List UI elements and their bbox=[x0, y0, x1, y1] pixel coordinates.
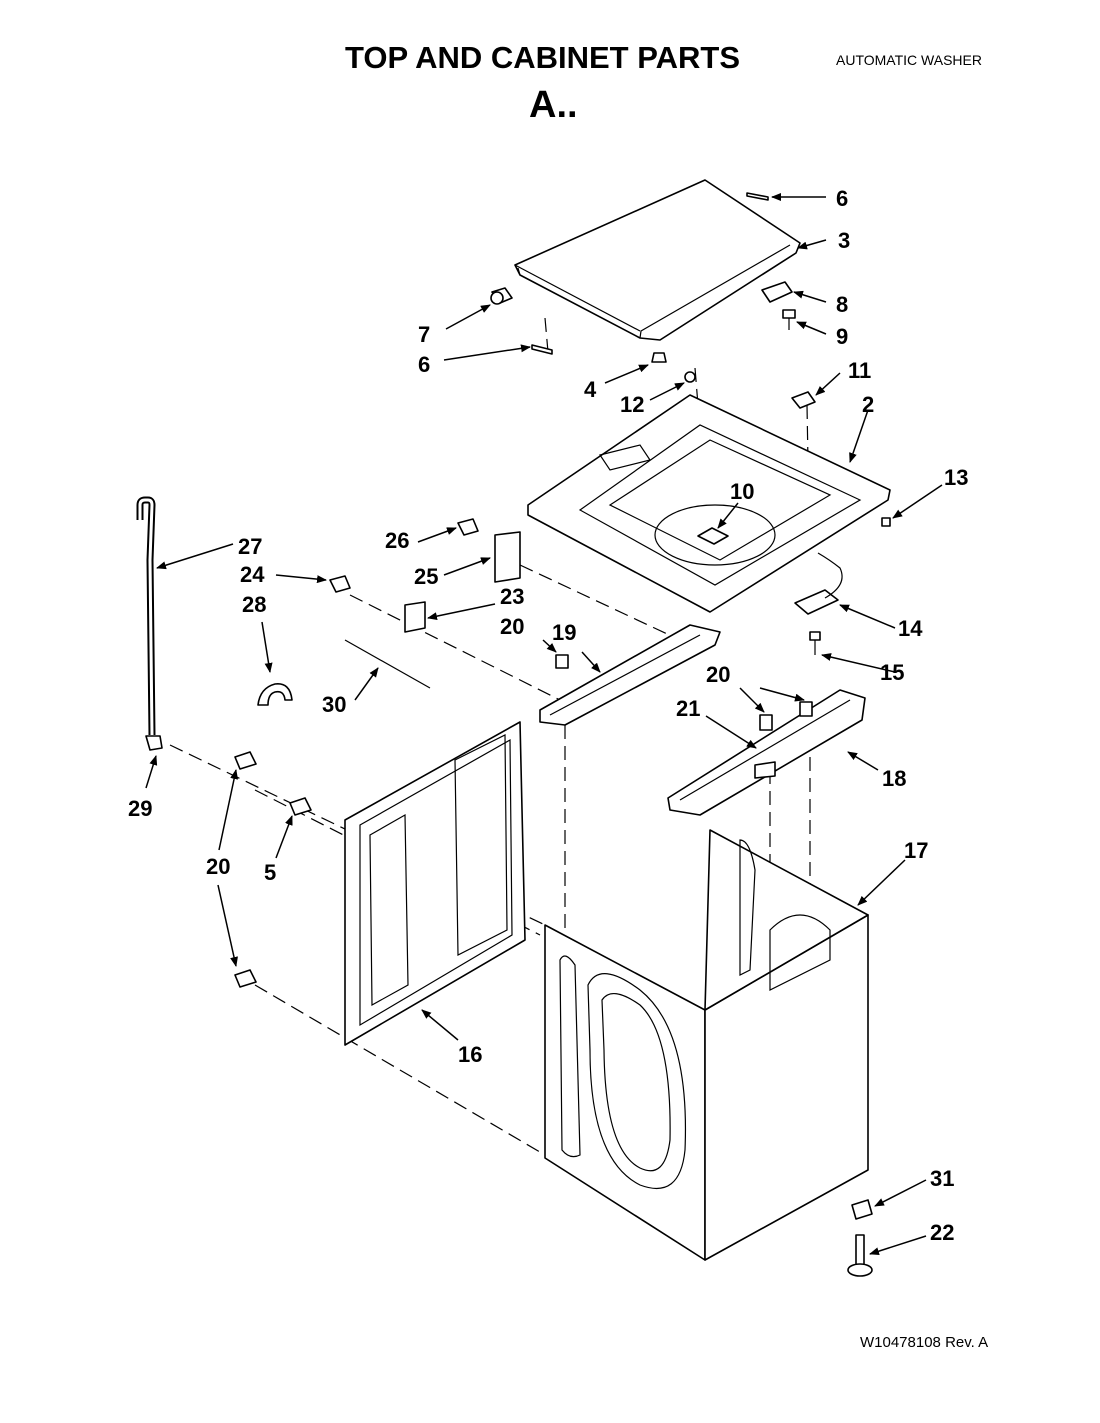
callout-20: 20 bbox=[206, 854, 230, 879]
callout-23: 23 bbox=[500, 584, 524, 609]
nut-part-31 bbox=[851, 1199, 873, 1220]
callout-19: 19 bbox=[552, 620, 576, 645]
callout-30: 30 bbox=[322, 692, 346, 717]
screws-part-24-26 bbox=[329, 518, 479, 593]
callout-6: 6 bbox=[418, 352, 430, 377]
callout-6: 6 bbox=[836, 186, 848, 211]
page-subtitle: A.. bbox=[529, 84, 578, 126]
leveling-leg-part-22 bbox=[847, 1234, 873, 1277]
callout-9: 9 bbox=[836, 324, 848, 349]
callout-10: 10 bbox=[730, 479, 754, 504]
callout-2: 2 bbox=[862, 392, 874, 417]
callout-26: 26 bbox=[385, 528, 409, 553]
callout-labels: 6 3 8 9 7 6 4 12 11 2 13 10 27 26 24 25 … bbox=[128, 186, 968, 1245]
callout-16: 16 bbox=[458, 1042, 482, 1067]
hose-part-27 bbox=[136, 496, 163, 751]
callout-7: 7 bbox=[418, 322, 430, 347]
callout-20: 20 bbox=[500, 614, 524, 639]
callout-20: 20 bbox=[706, 662, 730, 687]
lid-lock-part-8 bbox=[761, 281, 796, 330]
hinge-part-6 bbox=[531, 192, 769, 355]
callout-31: 31 bbox=[930, 1166, 954, 1191]
callout-29: 29 bbox=[128, 796, 152, 821]
callout-28: 28 bbox=[242, 592, 266, 617]
callout-24: 24 bbox=[240, 562, 265, 587]
rail-part-18 bbox=[667, 689, 866, 816]
callout-18: 18 bbox=[882, 766, 906, 791]
rear-panel-part-16 bbox=[344, 721, 526, 1046]
bracket-part-23 bbox=[404, 601, 426, 633]
callout-17: 17 bbox=[904, 838, 928, 863]
callout-leaders bbox=[145, 193, 943, 1256]
callout-3: 3 bbox=[838, 228, 850, 253]
hose-elbow-part-28 bbox=[257, 683, 293, 706]
callout-13: 13 bbox=[944, 465, 968, 490]
callout-12: 12 bbox=[620, 392, 644, 417]
product-type: AUTOMATIC WASHER bbox=[836, 52, 982, 68]
callout-11: 11 bbox=[848, 358, 871, 383]
screws-part-5-20 bbox=[234, 751, 312, 988]
clip-part-13 bbox=[881, 517, 891, 527]
part-10 bbox=[697, 527, 729, 545]
switch-part-14 bbox=[794, 552, 843, 655]
callout-14: 14 bbox=[898, 616, 923, 641]
callout-25: 25 bbox=[414, 564, 438, 589]
bracket-part-25 bbox=[494, 531, 521, 583]
top-panel-part-2 bbox=[527, 394, 891, 613]
callout-5: 5 bbox=[264, 860, 276, 885]
switch-part-11 bbox=[791, 391, 816, 409]
callout-15: 15 bbox=[880, 660, 904, 685]
fastener-part-7 bbox=[490, 287, 513, 305]
callout-8: 8 bbox=[836, 292, 848, 317]
callout-4: 4 bbox=[584, 377, 597, 402]
callout-22: 22 bbox=[930, 1220, 954, 1245]
rail-part-19 bbox=[539, 624, 721, 726]
page-title: TOP AND CABINET PARTS bbox=[345, 40, 740, 75]
callout-27: 27 bbox=[238, 534, 262, 559]
callout-21: 21 bbox=[676, 696, 700, 721]
cabinet-part-17 bbox=[544, 829, 869, 1261]
document-number: W10478108 Rev. A bbox=[860, 1334, 989, 1351]
tie-strap-part-30 bbox=[344, 639, 431, 689]
bumper-part-4 bbox=[651, 352, 696, 383]
lid-part-3 bbox=[514, 179, 801, 341]
